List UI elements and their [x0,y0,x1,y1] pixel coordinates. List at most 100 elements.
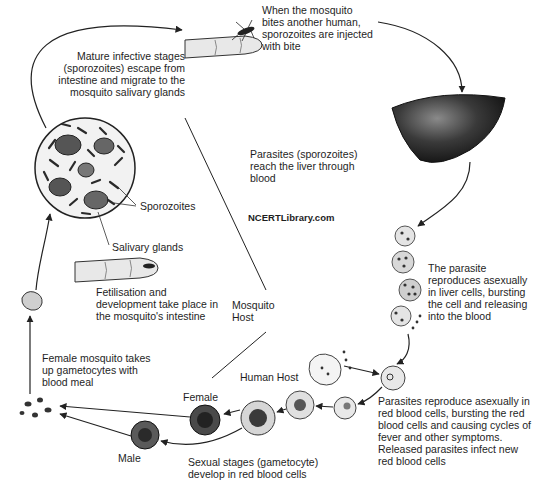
cycle-arrow [378,22,462,92]
liver-cell [412,327,415,330]
red-blood-cell [387,374,393,380]
salivary-gland-figure [35,118,135,218]
red-blood-cell [334,397,356,419]
host-divider [185,118,266,290]
cycle-arrow [224,410,240,414]
liver-cell [395,226,415,246]
red-blood-cell [381,366,405,390]
cycle-arrow [397,334,409,364]
sporozoite [44,124,124,214]
liver-cell [391,306,411,326]
host-label: Human Host [240,371,298,383]
finger-with-mosquito [185,36,262,58]
sporozoite [78,128,86,133]
finger-with-mosquito [105,260,132,279]
stage-caption: When the mosquito bites another human, s… [262,4,374,52]
gametocyte-cell [197,412,213,428]
leader-line [98,212,109,245]
stage-caption: Fetilisation and development take place … [96,286,221,322]
gametocyte-dot [45,408,52,413]
red-blood-cell [321,351,352,376]
sporozoite [100,128,106,134]
red-blood-cell [321,367,324,370]
stage-caption: Sexual stages (gametocyte) develop in re… [188,456,328,480]
stage-caption: Female mosquito takes up gametocytes wit… [42,352,162,388]
liver-cell [402,264,405,267]
liver [392,95,505,163]
cycle-arrow [344,366,379,374]
gametocyte-dot [32,413,38,418]
leader-line [114,203,136,206]
salivary-gland-figure [94,138,114,154]
sporozoite [50,160,58,166]
sporozoite [88,150,94,156]
sporozoite [110,182,118,188]
cycle-arrow [30,22,470,444]
liver-cell [413,292,416,295]
sporozoite [92,180,100,183]
cycle-arrow [29,316,30,394]
stage-caption: The parasite reproduces asexually in liv… [428,262,535,322]
finger-with-mosquito [185,20,262,58]
salivary-gland-figure [35,118,135,218]
sporozoite [115,158,122,165]
leader-line [98,187,136,245]
liver-cell [394,231,421,329]
watermark: NCERTLibrary.com [248,212,334,224]
liver-cell [416,321,419,324]
liver-cell [411,285,414,288]
gametocyte-dot [25,402,32,407]
stage-caption: Mature infective stages (sporozoites) es… [45,50,185,98]
liver-cell [392,251,414,273]
host-label: Mosquito Host [232,299,287,323]
liver-cell [419,315,422,318]
part-label: Salivary glands [112,241,183,253]
gametocyte-cell [138,428,152,442]
cycle-arrow [60,406,190,417]
red-blood-cell [343,351,346,354]
oocyst [22,292,42,311]
cycle-arrow [277,409,286,412]
liver-cell [391,226,421,329]
stage-caption: Parasites reproduce asexually in red blo… [378,395,533,467]
liver-cell [404,256,407,259]
liver-cell [406,237,409,240]
part-label: Sporozoites [140,200,195,212]
cycle-arrow [161,428,242,444]
gametocyte-dot [20,398,52,418]
finger-with-mosquito [75,258,158,282]
sporozoite [70,162,75,170]
liver-cell [399,279,421,301]
salivary-gland-figure [55,135,81,155]
liver-cell [407,292,410,295]
gametocyte-cell [131,421,159,449]
red-blood-cell [309,354,341,385]
liver-cell [397,257,400,260]
red-blood-cell [294,399,306,411]
cycle-arrow [418,162,470,226]
sporozoite [49,140,55,148]
cycle-arrow [316,406,333,407]
liver-cell [400,318,403,321]
salivary-gland-figure [84,191,108,209]
cycle-arrow [60,414,131,436]
liver-cell [403,283,406,286]
red-blood-cell [286,391,314,419]
finger-with-mosquito [143,264,155,269]
liver-cell [400,231,403,234]
red-blood-cell [327,373,330,376]
red-blood-cell [345,359,348,362]
gametocyte-cell [190,405,220,435]
cycle-arrow [36,214,50,290]
gametocyte-cell [241,401,275,435]
gametocyte-dot [20,411,25,415]
sporozoite [70,199,77,205]
finger-with-mosquito [232,20,254,41]
part-label: Female [183,391,218,403]
sporozoite [62,124,70,126]
gametocyte-dot [37,398,43,403]
finger-with-mosquito [215,38,242,55]
gametocyte-cell [249,409,267,427]
gametocyte-cell [131,401,275,449]
